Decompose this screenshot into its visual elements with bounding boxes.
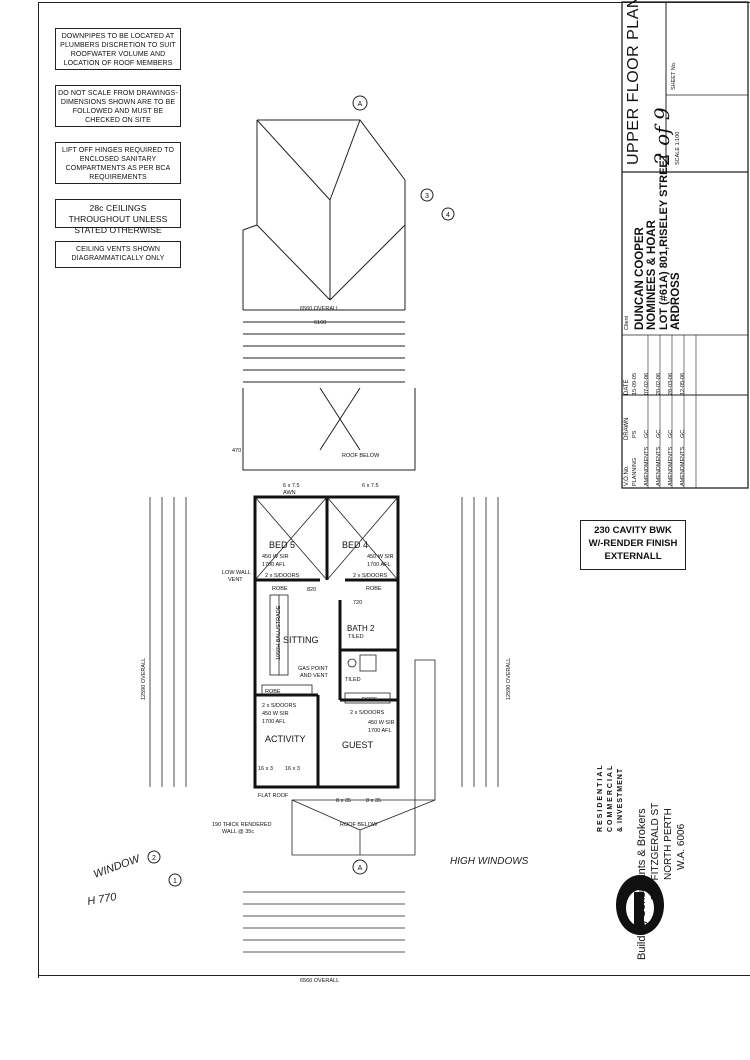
overall-left-label: 12590 OVERALL bbox=[141, 658, 147, 700]
sheet-border bbox=[38, 2, 750, 978]
room-activity: ACTIVITY bbox=[265, 734, 306, 744]
gas-point-label: GAS POINT bbox=[298, 666, 329, 672]
cavity-note: 230 CAVITY BWK W/-RENDER FINISH EXTERNAL… bbox=[580, 520, 686, 570]
bed5-sir: 450 W SIR bbox=[262, 554, 289, 560]
room-sitting: SITTING bbox=[283, 635, 319, 645]
handwritten-height: H 770 bbox=[86, 891, 118, 908]
overall-right-label: 12590 OVERALL bbox=[506, 658, 512, 700]
bed5-sdoors: 2 x S/DOORS bbox=[265, 573, 300, 579]
cavity-line-1: 230 CAVITY BWK bbox=[594, 525, 672, 536]
tiled-label: TILED bbox=[345, 677, 361, 683]
activity-robe: ROBE bbox=[265, 689, 281, 695]
dim-6160: 6160 bbox=[314, 320, 326, 326]
dim-820-a: 820 bbox=[307, 587, 316, 593]
company-logo bbox=[616, 875, 664, 935]
room-bath2: BATH 2 bbox=[347, 624, 375, 633]
overall-top-label: 6560 OVERALL bbox=[300, 306, 339, 312]
section-marker-a-top bbox=[352, 95, 368, 111]
cavity-line-2: W/-RENDER FINISH bbox=[588, 538, 678, 549]
note-downpipes: DOWNPIPES TO BE LOCATED AT PLUMBERS DISC… bbox=[55, 28, 181, 70]
roof-top-left bbox=[242, 120, 258, 310]
activity-sir: 450 W SIR bbox=[262, 711, 289, 717]
guest-sir: 450 W SIR bbox=[368, 720, 395, 726]
company-address-1: 524 FITZGERALD ST bbox=[650, 802, 661, 900]
note-ceiling-vents: CEILING VENTS SHOWN DIAGRAMMATICALLY ONL… bbox=[55, 241, 181, 268]
room-bed5: BED 5 bbox=[269, 540, 295, 550]
marker-2 bbox=[147, 850, 161, 864]
company-address-2: NORTH PERTH bbox=[663, 808, 674, 880]
wall-note-2: WALL @ 35c bbox=[222, 829, 254, 835]
note-ceilings: 28c CEILINGS THROUGHOUT UNLESS STATED OT… bbox=[55, 199, 181, 235]
company-tag-3: & INVESTMENT bbox=[617, 767, 624, 832]
marker-1-label: 1 bbox=[173, 878, 177, 885]
handwritten-window: WINDOW bbox=[92, 852, 143, 880]
room-bed4: BED 4 bbox=[342, 540, 368, 550]
company-name: Building Consultants & Brokers bbox=[636, 808, 648, 960]
bed4-sir: 450 W SIR bbox=[367, 554, 394, 560]
guest-awn1: 8 x 35 bbox=[336, 798, 351, 804]
company-tag-1: RESIDENTIAL bbox=[597, 763, 604, 832]
bed4-robe: ROBE bbox=[366, 586, 382, 592]
cavity-line-3: EXTERNALL bbox=[604, 551, 662, 562]
overall-bottom-label: 6560 OVERALL bbox=[300, 978, 339, 984]
bed5-robe: ROBE bbox=[272, 586, 288, 592]
roof-below-top-label: ROOF BELOW bbox=[342, 453, 380, 459]
and-vent-label: AND VENT bbox=[300, 673, 328, 679]
section-marker-a-bottom bbox=[352, 859, 368, 875]
vent-label: VENT bbox=[228, 577, 243, 583]
dim-470: 470 bbox=[232, 448, 241, 454]
title-block bbox=[621, 1, 749, 489]
room-guest: GUEST bbox=[342, 740, 374, 750]
roof-top-outline bbox=[257, 119, 406, 310]
marker-a-bottom-label: A bbox=[358, 865, 363, 872]
marker-3 bbox=[420, 188, 434, 202]
marker-2-label: 2 bbox=[152, 855, 156, 862]
company-tag-2: COMMERCIAL bbox=[607, 763, 614, 832]
marker-3-label: 3 bbox=[425, 193, 429, 200]
activity-awn1: 16 x 3 bbox=[258, 766, 273, 772]
activity-sdoors: 2 x S/DOORS bbox=[262, 703, 297, 709]
marker-1 bbox=[168, 873, 182, 887]
flat-roof-label: FLAT ROOF bbox=[258, 793, 289, 799]
marker-a-top-label: A bbox=[358, 101, 363, 108]
roof-below-bottom-label: ROOF BELOW bbox=[340, 822, 378, 828]
activity-afl: 1700 AFL bbox=[262, 719, 286, 725]
guest-sdoors: 2 x S/DOORS bbox=[350, 710, 385, 716]
awn-bed4-size: 6 x 7.5 bbox=[362, 483, 379, 489]
bed5-afl: 1700 AFL bbox=[262, 562, 286, 568]
guest-awn2: 8 x 35 bbox=[366, 798, 381, 804]
marker-4 bbox=[441, 207, 455, 221]
note-do-not-scale: DO NOT SCALE FROM DRAWINGS- DIMENSIONS S… bbox=[55, 85, 181, 127]
bed4-sdoors: 2 x S/DOORS bbox=[353, 573, 388, 579]
sheet-bottom-rule bbox=[38, 975, 750, 976]
guest-afl: 1700 AFL bbox=[368, 728, 392, 734]
note-lift-off-hinges: LIFT OFF HINGES REQUIRED TO ENCLOSED SAN… bbox=[55, 142, 181, 184]
activity-awn2: 16 x 3 bbox=[285, 766, 300, 772]
wall-note-1: 190 THICK RENDERED bbox=[212, 822, 272, 828]
marker-4-label: 4 bbox=[446, 212, 450, 219]
company-address-3: W.A. 6006 bbox=[676, 823, 687, 870]
guest-robe: ROBE bbox=[362, 697, 378, 703]
dim-720: 720 bbox=[353, 600, 362, 606]
bed4-afl: 1700 AFL bbox=[367, 562, 391, 568]
balustrade-label: 1050H BALUSTRADE bbox=[276, 605, 282, 660]
handwritten-high-windows: HIGH WINDOWS bbox=[450, 856, 529, 867]
awn-bed5-size: 6 x 7.5 bbox=[283, 483, 300, 489]
low-wall-label: LOW WALL bbox=[222, 570, 251, 576]
awn-bed5-label: AWN bbox=[283, 490, 296, 496]
tiled-bath-label: TILED bbox=[348, 634, 364, 640]
